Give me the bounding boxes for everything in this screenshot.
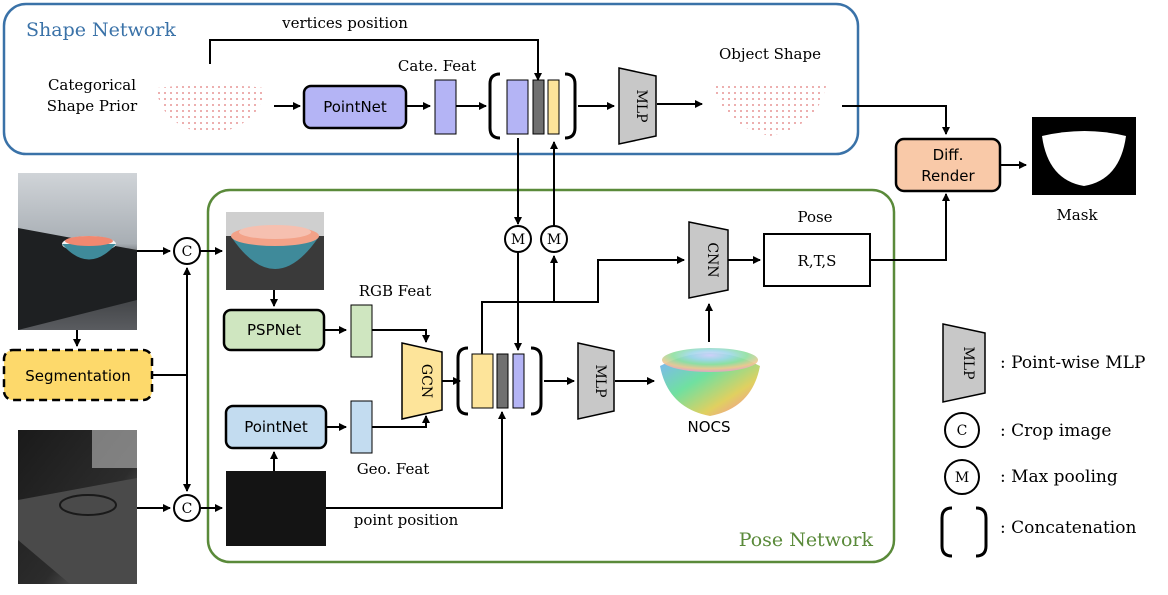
legend-mlp-desc: : Point-wise MLP <box>1000 353 1145 373</box>
object-shape-pointcloud <box>714 83 826 136</box>
depth-input-image <box>18 430 137 584</box>
pose-output-value: R,T,S <box>798 252 837 270</box>
legend-mlp-symbol-label: MLP <box>960 346 976 379</box>
pose-pointnet-label: PointNet <box>244 418 308 436</box>
shape-concat-left-bracket <box>488 72 501 140</box>
rgb-feat-label: RGB Feat <box>359 282 432 300</box>
segmentation-label: Segmentation <box>25 367 130 385</box>
cropped-depth-image <box>226 471 326 546</box>
legend-max-symbol-label: M <box>955 470 969 486</box>
pose-concat-left-bracket <box>456 346 469 416</box>
prior-label-line2: Shape Prior <box>47 97 138 115</box>
shape-concat-right-bracket <box>564 72 577 140</box>
rgbfeat-to-gcn-arrow <box>372 329 430 343</box>
posefeat-to-maxpool-arrow <box>481 255 558 354</box>
pspnet-label: PSPNet <box>247 321 301 339</box>
gcn-label: GCN <box>418 364 434 398</box>
crop-op-rgb-label: C <box>182 244 193 260</box>
cnn-trapezoid <box>688 221 729 299</box>
legend-crop-desc: : Crop image <box>1000 421 1111 441</box>
pose-concat-feat-dark <box>496 353 509 409</box>
shape-mlp-trapezoid <box>618 67 657 145</box>
maxpool-op-pose-label: M <box>547 232 561 248</box>
pose-mlp-label: MLP <box>592 364 608 397</box>
vertices-position-label: vertices position <box>281 14 408 32</box>
maxpool-op-shape-label: M <box>511 232 525 248</box>
geo-feat-label: Geo. Feat <box>357 460 430 478</box>
legend-concat-left-bracket <box>940 506 953 558</box>
legend-max-desc: : Max pooling <box>1000 467 1118 487</box>
mask-label: Mask <box>1056 206 1098 224</box>
nocs-map <box>660 348 760 416</box>
pose-network-frame <box>206 188 896 564</box>
shape-concat-feat-purple <box>506 79 529 135</box>
pose-concat-feat-yellow <box>471 353 494 409</box>
feat-to-cnn-arrow <box>554 256 685 303</box>
cate-feat-label: Cate. Feat <box>398 57 476 75</box>
cropped-rgb-image <box>226 212 324 290</box>
shape-concat-feat-yellow <box>547 79 560 135</box>
shape-network-frame <box>2 2 860 156</box>
rgb-feat-block <box>350 304 373 358</box>
diff-render-line2: Render <box>921 167 975 185</box>
shape-network-title: Shape Network <box>26 19 176 41</box>
legend-concat-desc: : Concatenation <box>1000 518 1136 538</box>
shape-to-render-arrow <box>842 105 950 135</box>
pose-network-title: Pose Network <box>739 529 874 551</box>
pose-label: Pose <box>797 208 832 226</box>
pose-output-box <box>763 233 871 287</box>
legend-crop-symbol-label: C <box>957 423 968 439</box>
shape-prior-pointcloud <box>156 85 266 134</box>
point-position-arrow <box>326 411 506 509</box>
shape-concat-feat-dark <box>532 79 545 135</box>
crop-op-depth-label: C <box>182 501 193 517</box>
vertices-position-arrow <box>209 39 542 81</box>
rgb-input-image <box>18 173 137 330</box>
shape-mlp-label: MLP <box>633 89 649 122</box>
prior-label-line1: Categorical <box>48 76 136 94</box>
object-shape-label: Object Shape <box>719 45 821 63</box>
legend-concat-right-bracket <box>975 506 988 558</box>
pose-concat-feat-purple <box>512 353 525 409</box>
legend-mlp-symbol <box>942 323 986 403</box>
pose-mlp-trapezoid <box>577 342 615 420</box>
geofeat-to-gcn-arrow <box>372 415 430 428</box>
geo-feat-block <box>350 400 373 454</box>
mask-output-image <box>1032 117 1136 195</box>
nocs-label: NOCS <box>687 418 730 436</box>
maxpool-op-shape <box>504 225 532 253</box>
diff-render-line1: Diff. <box>933 146 964 164</box>
pose-to-render-arrow <box>870 193 950 261</box>
pose-concat-right-bracket <box>530 346 543 416</box>
shape-pointnet-label: PointNet <box>323 98 387 116</box>
legend-crop-symbol <box>944 412 980 448</box>
maxpool-op-pose <box>540 225 568 253</box>
cnn-label: CNN <box>704 242 720 277</box>
gcn-trapezoid <box>401 342 443 420</box>
point-position-label: point position <box>354 511 459 529</box>
legend-max-symbol <box>944 459 980 495</box>
cate-feat-block <box>434 79 457 135</box>
